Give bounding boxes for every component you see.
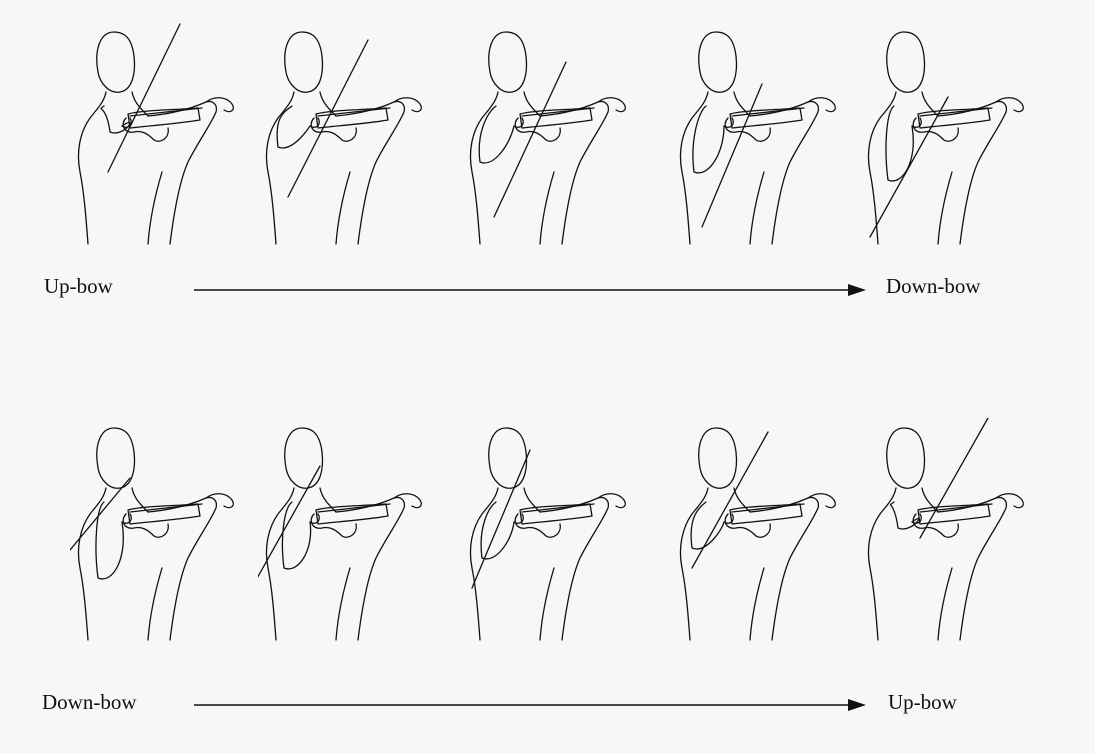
row1-violinist-figure-4 [672, 22, 847, 247]
row1-violinist-figure-5 [860, 22, 1035, 247]
row1-violinist-figure-1 [70, 22, 245, 247]
row2-end-label: Up-bow [888, 690, 957, 715]
row1-end-label: Down-bow [886, 274, 981, 299]
row1-figure-wrap-1 [70, 22, 245, 252]
row1-start-label: Up-bow [44, 274, 113, 299]
row1-figure-wrap-4 [672, 22, 847, 252]
row1-bow-1 [108, 24, 180, 172]
row2-violinist-figure-1 [70, 418, 245, 643]
row1-violinist-figure-3 [462, 22, 637, 247]
row2-violinist-figure-2 [258, 418, 433, 643]
row2-figure-wrap-5 [860, 418, 1035, 648]
row1-bow-4 [702, 84, 762, 227]
row2-violinist-figure-4 [672, 418, 847, 643]
row1-bow-2 [288, 40, 368, 197]
row1-figure-wrap-3 [462, 22, 637, 252]
row1-bow-5 [870, 97, 948, 237]
row1-figure-wrap-5 [860, 22, 1035, 252]
row2-figure-wrap-2 [258, 418, 433, 648]
row1-violinist-figure-2 [258, 22, 433, 247]
row2-violinist-figure-3 [462, 418, 637, 643]
row2-figure-wrap-4 [672, 418, 847, 648]
row2-start-label: Down-bow [42, 690, 137, 715]
row2-direction-arrow [190, 697, 870, 713]
row2-violinist-figure-5 [860, 418, 1035, 643]
row2-figure-wrap-1 [70, 418, 245, 648]
row1-direction-arrow [190, 282, 870, 298]
row2-bow-1 [70, 478, 130, 598]
row2-figure-wrap-3 [462, 418, 637, 648]
row1-figure-wrap-2 [258, 22, 433, 252]
